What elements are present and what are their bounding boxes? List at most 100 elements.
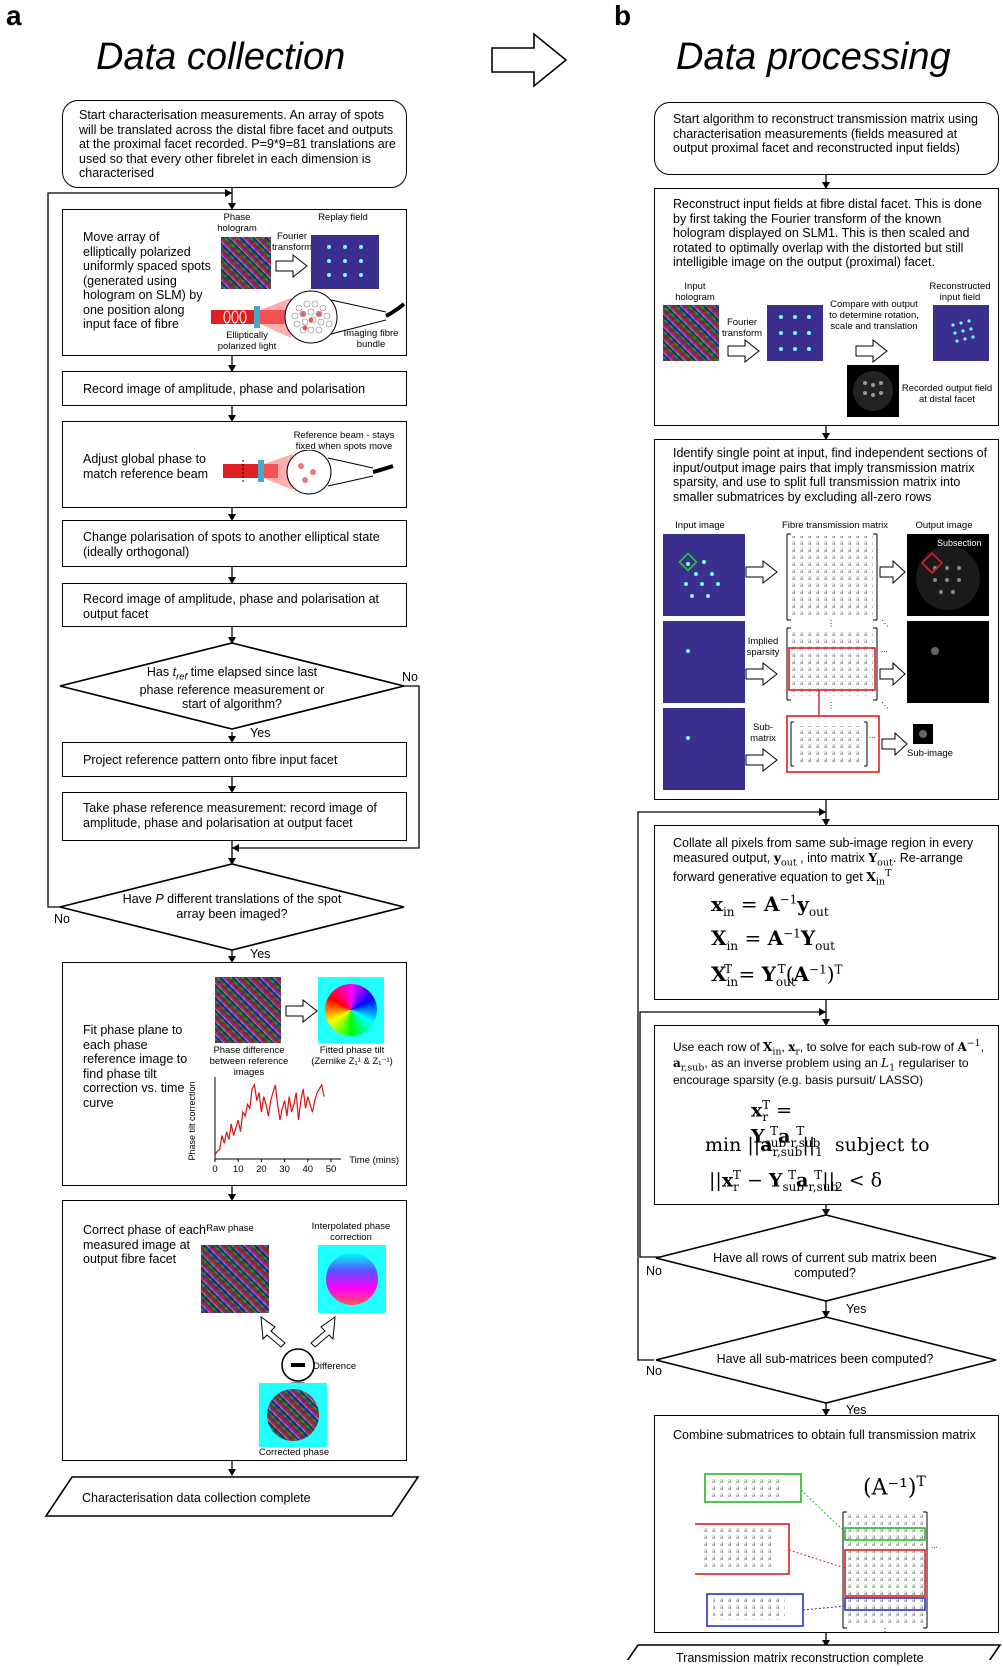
hollow-arrow-icon xyxy=(879,560,906,584)
no-label: No xyxy=(646,1264,662,1278)
interpolated-phase-label: Interpolated phase correction xyxy=(311,1221,391,1243)
compare-label: Compare with output to determine rotatio… xyxy=(829,299,919,332)
right-arrow-icon xyxy=(491,32,568,88)
panel-b-letter: b xyxy=(614,0,632,31)
sub-matrix-label: Sub-matrix xyxy=(750,722,776,744)
recorded-output-image xyxy=(847,365,899,417)
project-reference-box: Project reference pattern onto fibre inp… xyxy=(62,742,407,777)
collate-box: Collate all pixels from same sub-image r… xyxy=(654,825,999,1000)
equation-4: xrT = YsubTar,subT xyxy=(751,1098,821,1151)
phase-hologram-image xyxy=(221,237,271,289)
transmission-matrix-illustration: a ...⋮⋱ ...⋮⋱ ... xyxy=(786,533,889,773)
chart-xtick-label: 20 xyxy=(256,1164,267,1175)
reference-beam-illustration xyxy=(223,450,394,495)
hollow-arrow-icon xyxy=(855,339,888,363)
fibre-bundle-illustration xyxy=(211,290,406,344)
svg-text:⋱: ⋱ xyxy=(881,619,889,628)
combine-box: Combine submatrices to obtain full trans… xyxy=(654,1415,999,1633)
reconstructed-input-image xyxy=(933,305,989,361)
identify-text: Identify single point at input, find ind… xyxy=(673,446,988,504)
imaging-fibre-bundle-label: Imaging fibre bundle xyxy=(343,328,399,350)
fourier-transform-label: Fourier transform xyxy=(271,231,313,253)
change-polarisation-box: Change polarisation of spots to another … xyxy=(62,520,407,567)
yes-label: Yes xyxy=(846,1302,867,1316)
difference-label: Difference xyxy=(313,1361,357,1372)
solve-box: Use each row of Xin, xr, to solve for ea… xyxy=(654,1025,999,1205)
yes-label: Yes xyxy=(250,947,271,961)
move-array-text: Move array of elliptically polarized uni… xyxy=(83,230,211,331)
start-algorithm-box: Start algorithm to reconstruct transmiss… xyxy=(654,102,999,175)
fitted-phase-tilt-label: Fitted phase tilt (Zernike Z₁¹ & Z₁⁻¹) xyxy=(311,1045,393,1067)
reconstructed-input-label: Reconstructed input field xyxy=(929,281,991,303)
sub-image xyxy=(913,724,933,744)
replay-field-image xyxy=(311,235,379,289)
input-image-2 xyxy=(663,621,745,703)
solve-text: Use each row of Xin, xr, to solve for ea… xyxy=(673,1038,984,1087)
fibre-tm-label: Fibre transmission matrix xyxy=(781,520,889,531)
equation-5: min ||ar,sub||1 subject to xyxy=(705,1134,930,1159)
hollow-arrow-icon xyxy=(275,254,308,278)
svg-text:...: ... xyxy=(869,731,876,740)
identify-box: Identify single point at input, find ind… xyxy=(654,439,999,800)
chart-series-line xyxy=(214,1083,325,1156)
svg-text:⋱: ⋱ xyxy=(881,701,889,710)
chart-xtick-label: 40 xyxy=(303,1164,314,1175)
fit-phase-box: Fit phase plane to each phase reference … xyxy=(62,962,407,1186)
fourier-spots-image xyxy=(767,305,823,361)
equation-3: XinT = YoutT(A−1)T xyxy=(711,962,843,989)
reconstruction-complete-text: Transmission matrix reconstruction compl… xyxy=(676,1651,924,1665)
reference-beam-note: Reference beam - stays fixed when spots … xyxy=(293,430,395,452)
adjust-phase-box: Adjust global phase to match reference b… xyxy=(62,421,407,508)
subsection-label: Subsection xyxy=(937,538,982,548)
svg-text:...: ... xyxy=(931,1541,938,1550)
input-hologram-label: Input hologram xyxy=(675,281,715,303)
start-characterisation-box: Start characterisation measurements. An … xyxy=(62,100,407,188)
correct-phase-text: Correct phase of each measured image at … xyxy=(83,1223,206,1266)
input-image-1 xyxy=(663,534,745,616)
interpolated-phase-image xyxy=(318,1245,386,1313)
hollow-arrow-icon xyxy=(879,662,906,686)
start-algorithm-text: Start algorithm to reconstruct transmiss… xyxy=(673,112,978,155)
input-image-3 xyxy=(663,708,745,790)
hollow-arrow-icon xyxy=(881,732,908,756)
change-polarisation-text: Change polarisation of spots to another … xyxy=(83,530,380,559)
hollow-arrow-icon xyxy=(745,662,778,686)
no-label: No xyxy=(402,670,418,684)
input-image-label: Input image xyxy=(675,520,725,531)
implied-sparsity-label: Implied sparsity xyxy=(746,636,780,658)
take-reference-text: Take phase reference measurement: record… xyxy=(83,801,377,830)
equation-1: xin = A−1yout xyxy=(711,892,829,919)
recorded-output-label: Recorded output field at distal facet xyxy=(901,383,993,405)
take-reference-box: Take phase reference measurement: record… xyxy=(62,792,407,841)
panel-a-letter: a xyxy=(6,0,22,31)
chart-xtick-label: 10 xyxy=(233,1164,244,1175)
replay-field-label: Replay field xyxy=(318,212,368,223)
panel-a-title: Data collection xyxy=(96,36,346,78)
phase-difference-image xyxy=(215,977,281,1043)
output-image-label: Output image xyxy=(915,520,973,531)
hollow-arrow-icon xyxy=(745,560,778,584)
correct-phase-box: Correct phase of each measured image at … xyxy=(62,1200,407,1461)
decision-translations-text: Have P different translations of the spo… xyxy=(122,892,342,921)
corrected-phase-image xyxy=(259,1383,327,1447)
collate-text: Collate all pixels from same sub-image r… xyxy=(673,836,974,888)
equation-6: ||xrT − YsubTar,subT||2 < δ xyxy=(709,1168,883,1195)
fitted-phase-tilt-image xyxy=(318,977,384,1043)
equation-2: Xin = A−1Yout xyxy=(711,926,835,953)
reconstruct-text: Reconstruct input fields at fibre distal… xyxy=(673,197,982,269)
svg-text:⋮: ⋮ xyxy=(827,701,835,710)
decision-rows-text: Have all rows of current sub matrix been… xyxy=(713,1251,937,1280)
hollow-arrow-icon xyxy=(727,339,760,363)
chart-xtick-label: 30 xyxy=(279,1164,290,1175)
record-output-text: Record image of amplitude, phase and pol… xyxy=(83,592,380,621)
chart-xlabel: Time (mins) xyxy=(349,1155,399,1166)
fit-phase-text: Fit phase plane to each phase reference … xyxy=(83,1023,188,1110)
fourier-transform-label-b: Fourier transform xyxy=(721,317,763,339)
elliptically-polarized-label: Elliptically polarized light xyxy=(217,330,277,352)
no-label: No xyxy=(54,912,70,926)
chart-xtick-label: 50 xyxy=(326,1164,337,1175)
a-inverse-label: (A⁻¹)T xyxy=(863,1474,926,1501)
chart-xtick-label: 0 xyxy=(212,1164,217,1175)
phase-difference-label: Phase difference between reference image… xyxy=(209,1045,289,1078)
